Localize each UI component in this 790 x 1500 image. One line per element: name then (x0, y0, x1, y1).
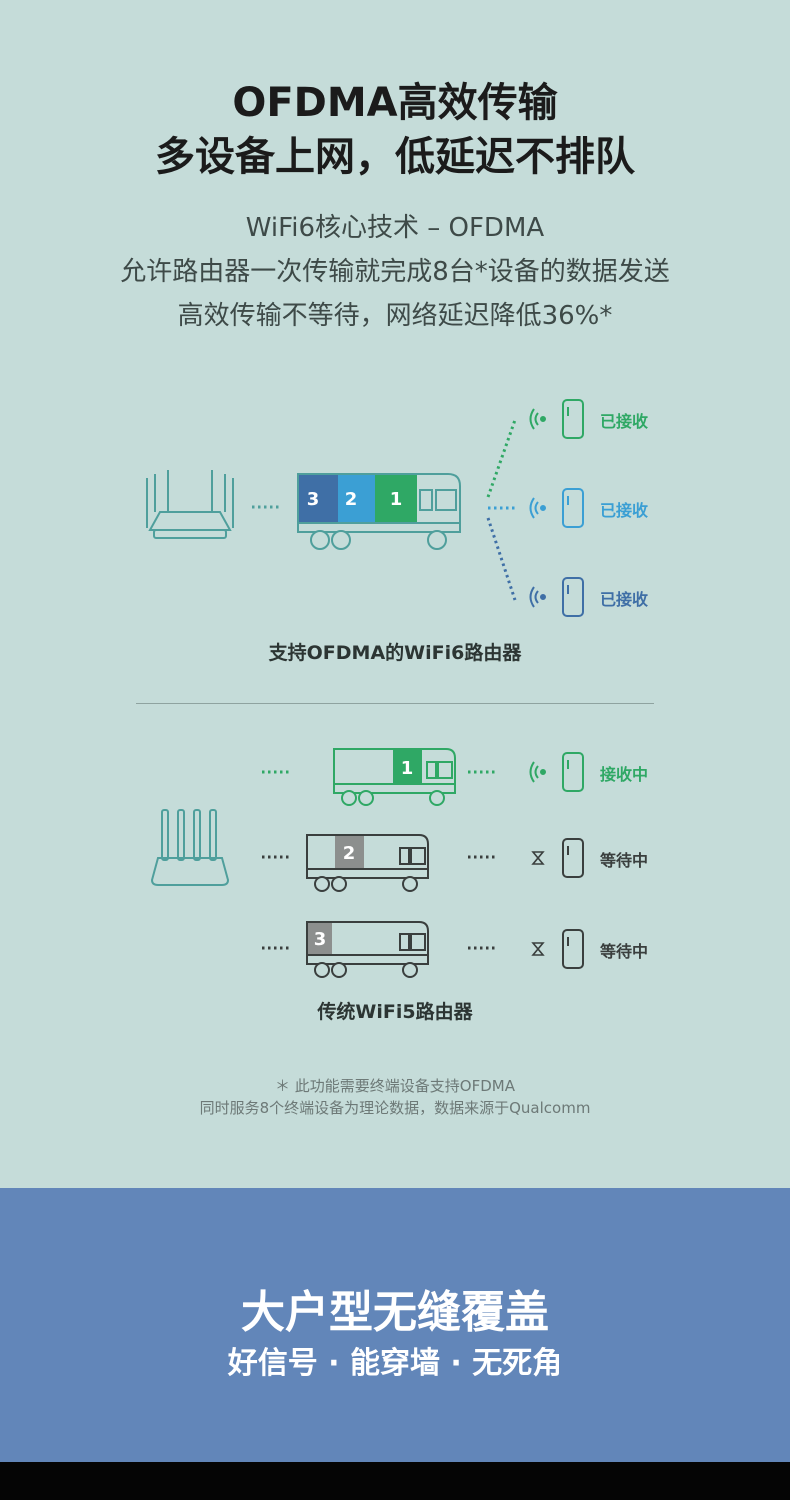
wifi6-caption: 支持OFDMA的WiFi6路由器 (268, 642, 522, 664)
wifi6-block-2: 2 (345, 489, 358, 510)
ofdma-diagram: 3 2 1 1 (146, 399, 584, 978)
wifi6-router-icon (146, 470, 234, 539)
footnote-line1: ＊ 此功能需要终端设备支持OFDMA (275, 1077, 515, 1095)
wifi5-block-1: 1 (401, 758, 414, 779)
phone-icon (562, 929, 584, 969)
section-divider (136, 703, 654, 704)
page-title-line2: 多设备上网，低延迟不排队 (155, 134, 635, 180)
signal-icon (529, 761, 546, 783)
device-status: 已接收 (600, 590, 649, 609)
wifi5-truck-3-icon (306, 921, 429, 978)
device-status: 等待中 (600, 942, 649, 961)
device-status: 接收中 (600, 765, 649, 784)
device-status: 已接收 (600, 501, 649, 520)
wifi5-router-icon (150, 809, 230, 886)
phone-icon (562, 577, 584, 617)
phone-icon (562, 752, 584, 792)
wifi5-block-3: 3 (314, 929, 327, 950)
wifi5-truck-2-icon (306, 834, 429, 892)
hourglass-icon (531, 942, 545, 956)
wifi6-block-1: 1 (390, 489, 403, 510)
ofdma-section (0, 0, 790, 1188)
page-title: OFDMA高效传输 (232, 80, 558, 126)
subtitle-line3: 高效传输不等待，网络延迟降低36%* (177, 301, 613, 331)
hourglass-icon (531, 851, 545, 865)
signal-icon (529, 408, 546, 430)
coverage-banner (0, 1188, 790, 1462)
wifi6-link-darkblue (486, 517, 517, 601)
phone-icon (562, 838, 584, 878)
footer-bar (0, 1462, 790, 1500)
signal-icon (529, 497, 546, 519)
signal-icon (529, 586, 546, 608)
footnote-line2: 同时服务8个终端设备为理论数据，数据来源于Qualcomm (199, 1099, 591, 1117)
wifi6-block-3: 3 (307, 489, 320, 510)
subtitle-line2: 允许路由器一次传输就完成8台*设备的数据发送 (120, 257, 670, 287)
device-status: 已接收 (600, 412, 649, 431)
wifi5-truck-1-icon (333, 748, 456, 806)
coverage-title: 大户型无缝覆盖 (241, 1287, 549, 1338)
wifi5-block-2: 2 (343, 843, 356, 864)
subtitle-line1: WiFi6核心技术 – OFDMA (245, 213, 545, 243)
phone-icon (562, 488, 584, 528)
coverage-subtitle: 好信号 · 能穿墙 · 无死角 (227, 1346, 563, 1381)
device-status: 等待中 (600, 851, 649, 870)
wifi6-link-green (486, 419, 517, 498)
phone-icon (562, 399, 584, 439)
wifi6-truck-icon (297, 473, 461, 550)
wifi5-caption: 传统WiFi5路由器 (317, 1001, 473, 1023)
